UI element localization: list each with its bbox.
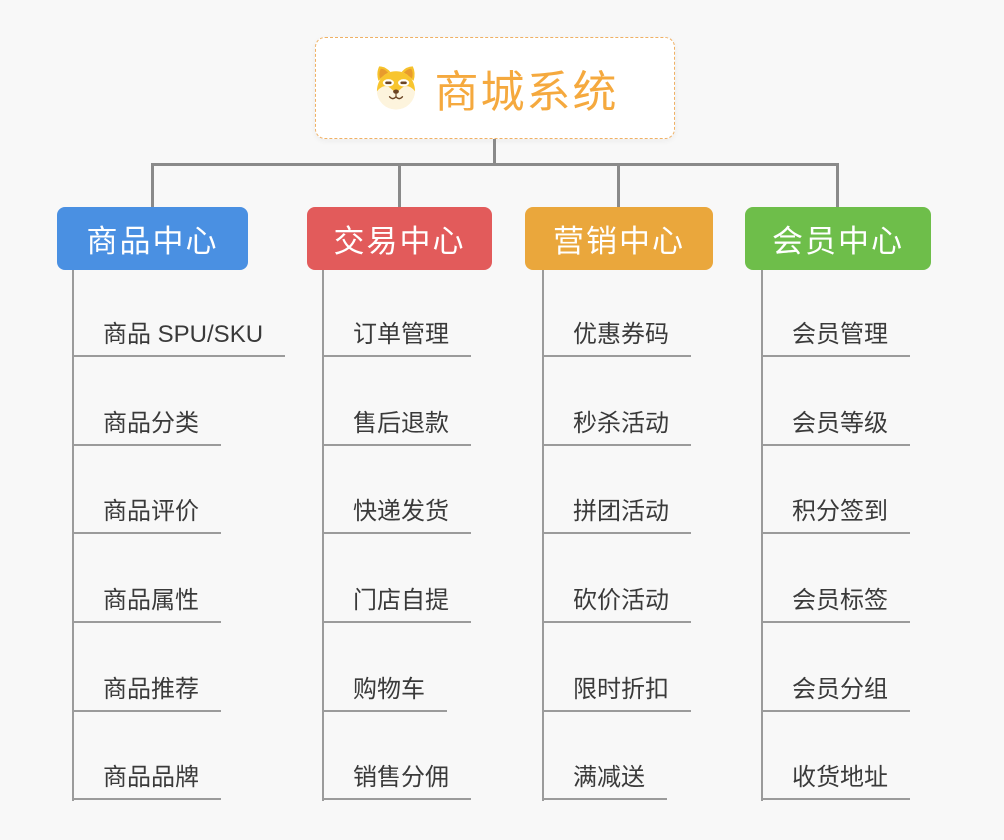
leaf-topic[interactable]: 积分签到 [761, 497, 910, 534]
leaf-topic[interactable]: 商品品牌 [72, 763, 221, 800]
leaf-topic[interactable]: 商品评价 [72, 497, 221, 534]
branch-node-label: 商品中心 [86, 224, 219, 259]
root-node-mall-system[interactable]: 商城系统 [315, 37, 675, 139]
branch-node-product-center[interactable]: 商品中心 [57, 207, 248, 270]
leaf-topic[interactable]: 满减送 [542, 763, 667, 800]
branch-node-label: 营销中心 [553, 224, 685, 259]
dog-face-icon [376, 66, 415, 110]
leaf-topic[interactable]: 会员等级 [761, 409, 910, 446]
leaf-topic[interactable]: 砍价活动 [542, 586, 691, 623]
connector-drop-marketing-center [617, 163, 620, 207]
connector-drop-product-center [151, 163, 154, 207]
branch-node-member-center[interactable]: 会员中心 [745, 207, 931, 270]
leaf-topic[interactable]: 商品分类 [72, 409, 221, 446]
trunk-line-marketing-center [542, 270, 544, 801]
leaf-topic[interactable]: 商品推荐 [72, 675, 221, 712]
leaf-topic[interactable]: 会员标签 [761, 586, 910, 623]
branch-node-trade-center[interactable]: 交易中心 [307, 207, 492, 270]
trunk-line-member-center [761, 270, 763, 801]
leaf-topic[interactable]: 销售分佣 [322, 763, 471, 800]
leaf-topic[interactable]: 秒杀活动 [542, 409, 691, 446]
leaf-topic[interactable]: 商品属性 [72, 586, 221, 623]
branch-node-label: 交易中心 [333, 224, 466, 259]
leaf-topic[interactable]: 收货地址 [761, 763, 910, 800]
connector-drop-member-center [836, 163, 839, 207]
leaf-topic[interactable]: 会员分组 [761, 675, 910, 712]
leaf-topic[interactable]: 商品 SPU/SKU [72, 320, 286, 357]
root-node-label: 商城系统 [434, 68, 619, 117]
branch-node-label: 会员中心 [772, 224, 904, 259]
trunk-line-trade-center [322, 270, 324, 801]
leaf-topic[interactable]: 门店自提 [322, 586, 471, 623]
branch-node-marketing-center[interactable]: 营销中心 [525, 207, 713, 270]
connector-drop-trade-center [398, 163, 401, 207]
leaf-topic[interactable]: 会员管理 [761, 320, 910, 357]
connector-horizontal-bus [151, 163, 839, 166]
leaf-topic[interactable]: 订单管理 [322, 320, 471, 357]
leaf-topic[interactable]: 售后退款 [322, 409, 471, 446]
leaf-topic[interactable]: 限时折扣 [542, 675, 691, 712]
leaf-topic[interactable]: 拼团活动 [542, 497, 691, 534]
trunk-line-product-center [72, 270, 74, 801]
leaf-topic[interactable]: 快递发货 [322, 497, 471, 534]
connector-root-drop [493, 139, 496, 164]
leaf-topic[interactable]: 购物车 [322, 675, 447, 712]
leaf-topic[interactable]: 优惠券码 [542, 320, 691, 357]
